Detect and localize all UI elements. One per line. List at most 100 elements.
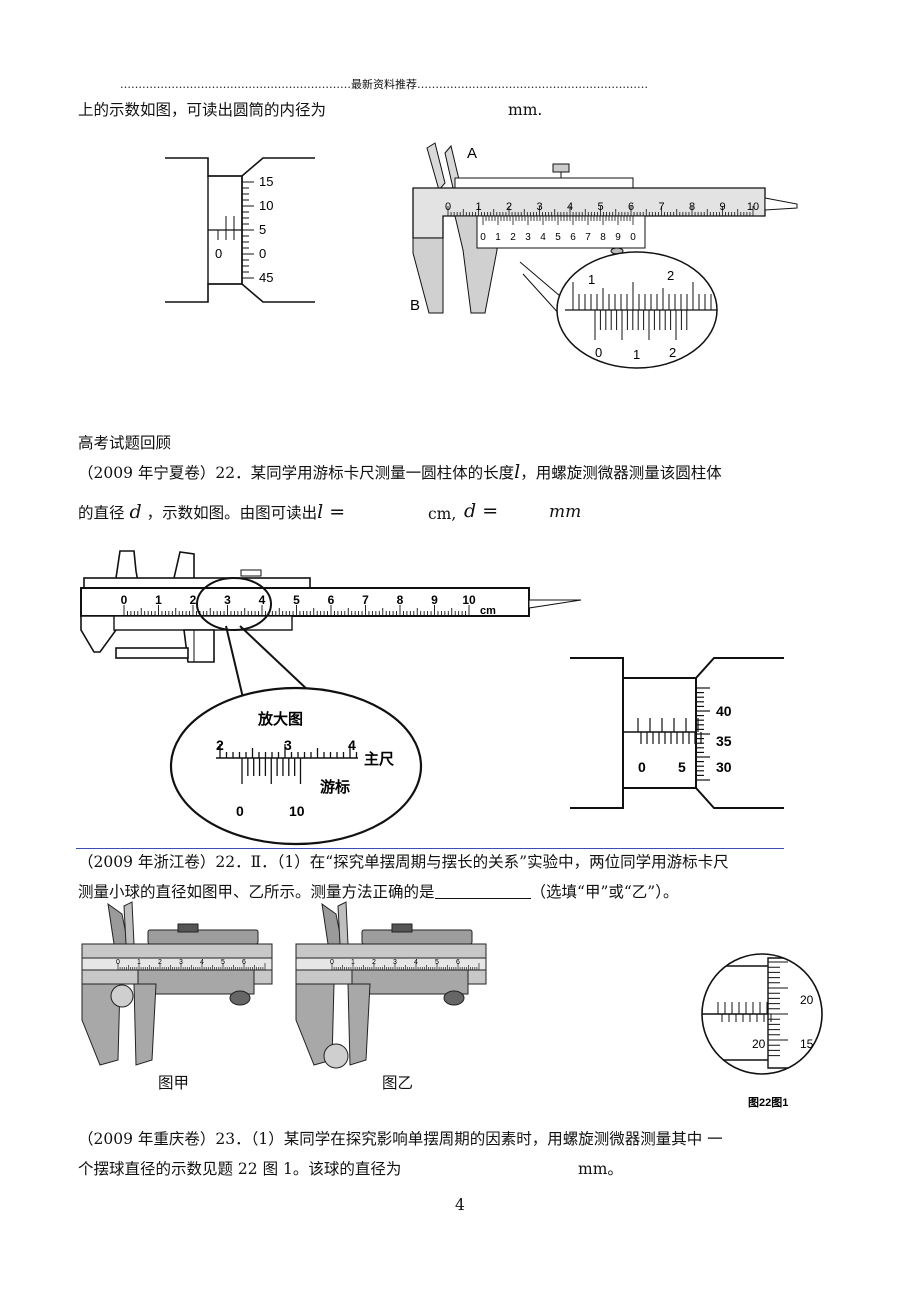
q2-line2: 测量小球的直径如图甲、乙所示。测量方法正确的是（选填“甲”或“乙”）。 (78, 882, 678, 902)
main-scale-label: 4 (567, 201, 573, 213)
q2-line1: （2009 年浙江卷）22．Ⅱ．（1）在“探究单摆周期与摆长的关系”实验中，两位… (78, 853, 729, 871)
main-scale-label: 9 (431, 593, 438, 607)
micrometer-tick-label: 15 (800, 1037, 814, 1051)
micrometer-tick-label: 35 (716, 733, 732, 749)
main-scale-label: 5 (435, 959, 439, 966)
main-scale-label: 4 (200, 959, 204, 966)
zoom-bottom-label: 0 (595, 345, 602, 360)
main-scale-label: 3 (393, 959, 397, 966)
main-scale-label: 6 (628, 201, 634, 213)
unit-mm: mm (549, 502, 582, 522)
main-scale-label: 3 (536, 201, 542, 213)
var-d: d (129, 501, 142, 523)
eq-d: d = (464, 500, 499, 522)
q1-line1-end: ，用螺旋测微器测量该圆柱体 (520, 464, 722, 482)
q3-line1: （2009 年重庆卷）23．（1）某同学在探究影响单摆周期的因素时，用螺旋测微器… (78, 1130, 723, 1148)
micrometer-main-zero: 0 (215, 246, 222, 261)
eq-l: l = (317, 501, 346, 523)
vernier-scale-label: 6 (570, 232, 576, 243)
main-scale-label: 9 (719, 201, 725, 213)
page-number: 4 (455, 1196, 465, 1214)
label-jia: 图甲 (158, 1074, 190, 1092)
micrometer-tick-label: 20 (800, 993, 814, 1007)
main-scale-label: 7 (658, 201, 664, 213)
q1-line1-text: （2009 年宁夏卷）22．某同学用游标卡尺测量一圆柱体的长度 (78, 464, 515, 482)
micrometer-figure-3: 20 15 20 图22图1 (701, 953, 823, 1109)
main-scale-label: 10 (462, 593, 476, 607)
main-scale-label: 6 (328, 593, 335, 607)
micrometer-main-label: 0 (638, 759, 646, 775)
vernier-scale-label: 3 (525, 232, 531, 243)
main-scale-label: 2 (158, 959, 162, 966)
zoom-main-label: 4 (348, 737, 356, 753)
vernier-scale-label: 1 (495, 232, 501, 243)
main-scale-label: 8 (689, 201, 695, 213)
main-scale-label: 2 (506, 201, 512, 213)
main-scale-label: 5 (221, 959, 225, 966)
main-scale-label: 6 (456, 959, 460, 966)
vernier-scale-label: 0 (480, 232, 486, 243)
main-scale-label: 0 (116, 959, 120, 966)
section-divider (76, 848, 784, 849)
main-scale-label: 0 (330, 959, 334, 966)
main-scale-label: 10 (747, 201, 759, 213)
main-scale-label: 0 (121, 593, 128, 607)
main-scale-label: 7 (362, 593, 369, 607)
main-scale-label: 0 (445, 201, 451, 213)
vernier-scale-label: 5 (555, 232, 561, 243)
zoom-title: 放大图 (257, 710, 303, 728)
micrometer-figure-2: 0 5 40 35 30 (570, 657, 784, 809)
caliper-jia: 0 1 2 3 4 5 6 (81, 901, 273, 1066)
micrometer-tick-label: 0 (259, 246, 266, 261)
micrometer-tick-label: 15 (259, 174, 273, 189)
main-scale-label: 2 (190, 593, 197, 607)
q3-unit: mm。 (578, 1160, 623, 1178)
main-scale-label: 4 (414, 959, 418, 966)
zoom-vernier-label: 10 (289, 803, 305, 819)
zoom-bottom-label: 1 (633, 347, 640, 362)
page-header: ………………………………………………………最新资料推荐…………………………………… (120, 78, 648, 91)
zoom-main-scale-label: 主尺 (364, 750, 394, 768)
micrometer-tick-label: 45 (259, 270, 273, 285)
micrometer-main-label: 5 (678, 759, 686, 775)
micrometer-tick-label: 5 (259, 222, 266, 237)
vernier-scale-label: 9 (615, 232, 621, 243)
intro-unit: mm. (508, 101, 543, 119)
unit-label: cm (480, 605, 496, 617)
main-scale-label: 1 (155, 593, 162, 607)
vernier-scale-label: 7 (585, 232, 591, 243)
main-scale-label: 1 (137, 959, 141, 966)
micrometer-tick-label: 10 (259, 198, 273, 213)
main-scale-label: 1 (351, 959, 355, 966)
zoom-top-label: 2 (667, 268, 674, 283)
micrometer-figure-1: 15 10 5 0 45 0 (165, 157, 315, 303)
q1-line2: 的直径 d ，示数如图。由图可读出l = (78, 502, 345, 523)
zoom-main-label: 3 (284, 737, 292, 753)
caliper-yi: 0 1 2 3 4 5 6 (295, 901, 487, 1069)
figure-caption: 图22图1 (748, 1096, 788, 1109)
main-scale-label: 4 (259, 593, 266, 607)
zoom-main-label: 2 (216, 737, 224, 753)
zoom-bottom-label: 2 (669, 345, 676, 360)
label-yi: 图乙 (382, 1074, 414, 1092)
zoom-vernier-scale-label: 游标 (320, 778, 350, 796)
main-scale-label: 3 (224, 593, 231, 607)
vernier-scale-label: 8 (600, 232, 606, 243)
main-scale-label: 2 (372, 959, 376, 966)
micrometer-left-label: 20 (752, 1037, 766, 1051)
main-scale-label: 3 (179, 959, 183, 966)
intro-text: 上的示数如图，可读出圆筒的内径为 (78, 101, 327, 119)
main-scale-label: 6 (242, 959, 246, 966)
unit-cm: cm, (428, 505, 457, 523)
label-b: B (410, 297, 420, 314)
var-l: l (514, 461, 521, 483)
micrometer-tick-label: 40 (716, 703, 732, 719)
main-scale-label: 8 (397, 593, 404, 607)
answer-blank[interactable] (434, 884, 531, 899)
main-scale-label: 5 (293, 593, 300, 607)
q1-line2-a: 的直径 (78, 504, 125, 522)
micrometer-tick-label: 30 (716, 759, 732, 775)
main-scale-label: 5 (597, 201, 603, 213)
q3-line2: 个摆球直径的示数见题 22 图 1。该球的直径为 (78, 1160, 402, 1178)
